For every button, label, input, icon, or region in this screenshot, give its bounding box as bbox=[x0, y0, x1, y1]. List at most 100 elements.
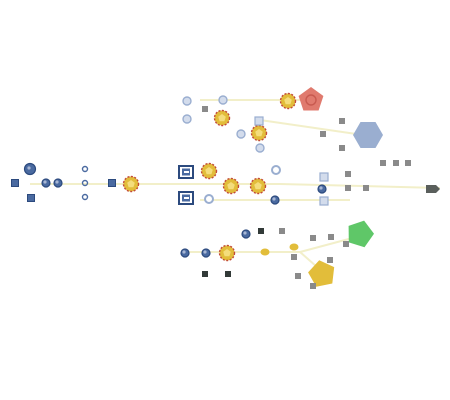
gold-node[interactable] bbox=[222, 177, 240, 195]
slate-node[interactable] bbox=[204, 194, 214, 204]
grey-marker bbox=[328, 234, 334, 240]
blue-node[interactable] bbox=[270, 195, 280, 205]
grey-square-icon bbox=[291, 254, 297, 260]
slate-node[interactable] bbox=[254, 116, 264, 126]
gold-small-node[interactable] bbox=[260, 248, 270, 256]
block-building-icon bbox=[178, 191, 194, 205]
grey-marker bbox=[405, 160, 411, 166]
ring-node-icon bbox=[81, 193, 89, 201]
blue-node[interactable] bbox=[201, 248, 211, 258]
gold-node[interactable] bbox=[218, 244, 236, 262]
grey-marker bbox=[343, 241, 349, 247]
node-layer bbox=[11, 87, 440, 289]
red-hub[interactable] bbox=[298, 87, 324, 111]
circle-node-icon bbox=[180, 248, 190, 258]
slate-circle-icon bbox=[236, 129, 246, 139]
grey-marker bbox=[339, 118, 345, 124]
blue-node[interactable] bbox=[81, 165, 89, 173]
grey-square-icon bbox=[202, 106, 208, 112]
grey-square-icon bbox=[405, 160, 411, 166]
gold-dot-icon bbox=[260, 248, 270, 256]
gold-node[interactable] bbox=[200, 162, 218, 180]
gold-node[interactable] bbox=[122, 175, 140, 193]
green-hexagon-icon bbox=[348, 220, 374, 248]
slate-hub[interactable] bbox=[353, 122, 383, 148]
square-node-icon bbox=[11, 179, 19, 187]
blue-node[interactable] bbox=[317, 184, 327, 194]
grey-square-icon bbox=[320, 131, 326, 137]
blue-node[interactable] bbox=[81, 193, 89, 201]
grey-square-icon bbox=[363, 185, 369, 191]
slate-node[interactable] bbox=[271, 165, 281, 175]
blue-node[interactable] bbox=[11, 179, 19, 187]
slate-node[interactable] bbox=[182, 96, 192, 106]
gold-small-node[interactable] bbox=[289, 243, 299, 251]
blue-building[interactable] bbox=[178, 191, 194, 205]
gold-dot-icon bbox=[289, 243, 299, 251]
exit-arrow[interactable] bbox=[426, 185, 440, 193]
grey-marker bbox=[310, 283, 316, 289]
grey-square-icon bbox=[393, 160, 399, 166]
grey-square-icon bbox=[343, 241, 349, 247]
slate-node[interactable] bbox=[182, 114, 192, 124]
blue-node[interactable] bbox=[180, 248, 190, 258]
slate-node[interactable] bbox=[236, 129, 246, 139]
slate-node[interactable] bbox=[218, 95, 228, 105]
gold-node[interactable] bbox=[250, 124, 268, 142]
gold-star-icon bbox=[122, 175, 140, 193]
grey-square-icon bbox=[339, 145, 345, 151]
grey-square-icon bbox=[345, 185, 351, 191]
slate-circle-icon bbox=[182, 96, 192, 106]
slate-circle-icon bbox=[182, 114, 192, 124]
grey-marker bbox=[291, 254, 297, 260]
block-building-icon bbox=[178, 165, 194, 179]
gold-node[interactable] bbox=[213, 109, 231, 127]
grey-marker bbox=[202, 106, 208, 112]
blue-node[interactable] bbox=[81, 179, 89, 187]
grey-square-icon bbox=[295, 273, 301, 279]
gold-star-icon bbox=[249, 177, 267, 195]
slate-square-icon bbox=[319, 172, 329, 182]
blue-node[interactable] bbox=[53, 178, 63, 188]
square-node-icon bbox=[108, 179, 116, 187]
blue-node[interactable] bbox=[108, 179, 116, 187]
grey-square-icon bbox=[380, 160, 386, 166]
grey-marker bbox=[339, 145, 345, 151]
slate-node[interactable] bbox=[319, 196, 329, 206]
slate-node[interactable] bbox=[255, 143, 265, 153]
gold-star-icon bbox=[250, 124, 268, 142]
slate-square-icon bbox=[254, 116, 264, 126]
grey-square-icon bbox=[345, 171, 351, 177]
connection-rail bbox=[279, 183, 441, 189]
gold-star-icon bbox=[200, 162, 218, 180]
slate-ring-icon bbox=[271, 165, 281, 175]
circle-node-icon bbox=[241, 229, 251, 239]
grey-marker bbox=[295, 273, 301, 279]
circle-node-icon bbox=[23, 162, 37, 176]
gold-star-icon bbox=[213, 109, 231, 127]
blue-core-node[interactable] bbox=[23, 162, 37, 176]
dark-marker bbox=[225, 271, 231, 277]
circle-node-icon bbox=[201, 248, 211, 258]
circle-node-icon bbox=[270, 195, 280, 205]
square-node-icon bbox=[27, 194, 35, 202]
ring-node-icon bbox=[81, 179, 89, 187]
dark-square-icon bbox=[258, 228, 264, 234]
gold-node[interactable] bbox=[249, 177, 267, 195]
grey-square-icon bbox=[310, 235, 316, 241]
circle-node-icon bbox=[41, 178, 51, 188]
blue-node[interactable] bbox=[241, 229, 251, 239]
gold-hub[interactable] bbox=[308, 260, 335, 287]
gold-node[interactable] bbox=[279, 92, 297, 110]
blue-node[interactable] bbox=[41, 178, 51, 188]
slate-node[interactable] bbox=[319, 172, 329, 182]
grey-square-icon bbox=[328, 234, 334, 240]
grey-marker bbox=[310, 235, 316, 241]
blue-building[interactable] bbox=[178, 165, 194, 179]
green-hub[interactable] bbox=[348, 220, 374, 248]
gold-hexagon-icon bbox=[308, 260, 335, 287]
grey-square-icon bbox=[310, 283, 316, 289]
blue-node[interactable] bbox=[27, 194, 35, 202]
circle-node-icon bbox=[53, 178, 63, 188]
grey-square-icon bbox=[279, 228, 285, 234]
